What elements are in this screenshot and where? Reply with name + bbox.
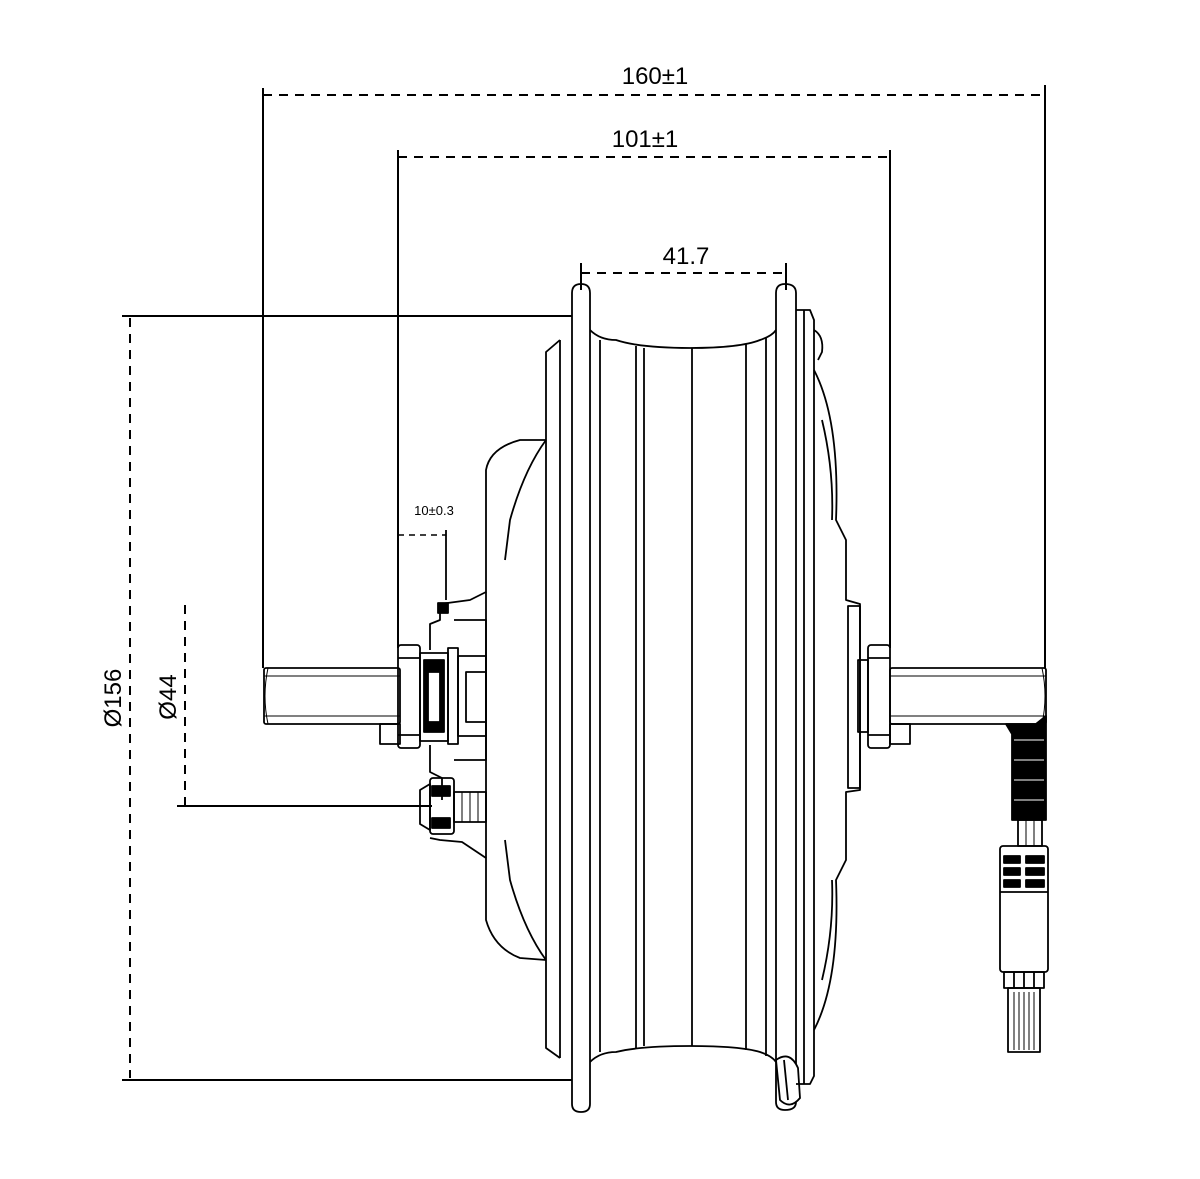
dim-41-label: 41.7	[663, 243, 710, 270]
left-axle-nut	[397, 644, 487, 749]
dim-10-label: 10±0.3	[414, 503, 454, 518]
left-axle	[263, 667, 401, 745]
dimension-lines	[122, 85, 1046, 1081]
dim-44-label: Ø44	[155, 674, 182, 719]
rim-channel-bottom	[589, 1045, 777, 1063]
right-housing	[813, 369, 861, 1031]
right-rim-flange	[775, 283, 801, 1111]
rim-channel-top	[589, 329, 777, 349]
left-drum-wall	[545, 339, 561, 1059]
rim-lines	[599, 338, 767, 1056]
hub-motor	[263, 283, 1049, 1113]
dim-160-label: 160±1	[622, 63, 689, 90]
dim-156-label: Ø156	[100, 669, 127, 728]
motor-cable	[1005, 715, 1047, 847]
cable-connector	[999, 845, 1049, 1053]
dim-101-label: 101±1	[612, 126, 679, 153]
hub-bolt	[419, 777, 487, 835]
right-drum-wall	[796, 309, 824, 1085]
left-rim-flange	[560, 283, 591, 1113]
right-axle-nut	[857, 644, 891, 749]
